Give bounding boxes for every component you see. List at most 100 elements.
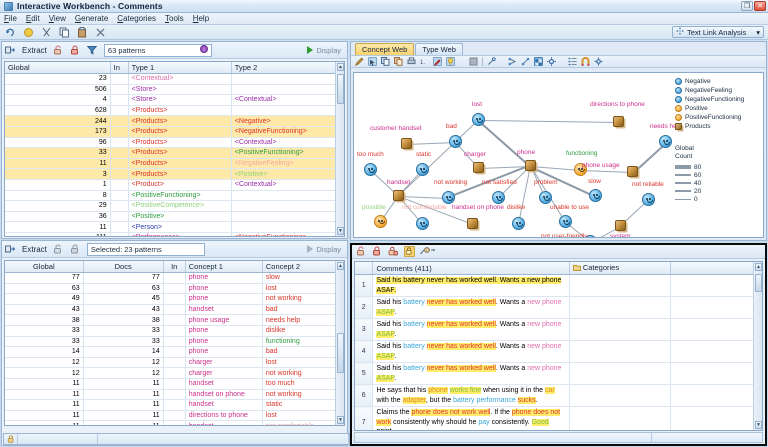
sort-icon[interactable]: 1. xyxy=(420,57,429,66)
menu-item-file[interactable]: File xyxy=(4,14,17,23)
copy-icon[interactable] xyxy=(381,57,390,66)
table-row[interactable]: 36<Positive> xyxy=(5,211,344,223)
table-row[interactable]: 29<PositiveCompetence> xyxy=(5,200,344,212)
menu-item-generate[interactable]: Generate xyxy=(74,14,109,23)
cell-comment[interactable]: He says that his phone works fine when u… xyxy=(372,384,570,407)
tab-concept-web[interactable]: Concept Web xyxy=(355,43,415,55)
scroll-up-icon[interactable]: ▲ xyxy=(337,262,344,270)
concept-node[interactable] xyxy=(626,165,639,178)
mode-dropdown[interactable]: Text Link Analysis ▾ xyxy=(672,26,764,38)
stop-icon[interactable] xyxy=(469,57,478,66)
column-header-global[interactable]: Global xyxy=(5,62,111,74)
concept-node[interactable] xyxy=(512,217,525,230)
lock-red-icon[interactable] xyxy=(372,246,383,257)
concept-node[interactable] xyxy=(492,191,505,204)
concept-node[interactable] xyxy=(659,135,672,148)
cell-comment[interactable]: Said his battery never has worked well. … xyxy=(372,340,570,363)
table-row[interactable]: 506<Store> xyxy=(5,84,344,96)
scroll-thumb[interactable] xyxy=(337,333,344,373)
concept-node[interactable] xyxy=(416,217,429,230)
column-header-concept-1[interactable]: Concept 1 xyxy=(185,261,263,273)
scroll-up-icon[interactable]: ▲ xyxy=(755,263,762,271)
column-header-docs[interactable]: Docs xyxy=(83,261,164,273)
extract-icon[interactable] xyxy=(5,45,16,56)
table-row[interactable]: 111<Performance><NegativeFunctioning> xyxy=(5,232,344,236)
column-header-concept-2[interactable]: Concept 2 xyxy=(262,261,344,273)
delete-icon[interactable] xyxy=(95,27,106,38)
magnet-icon[interactable] xyxy=(581,57,590,66)
pen-icon[interactable] xyxy=(354,57,364,67)
bulb-icon[interactable] xyxy=(446,57,455,66)
undo-icon[interactable] xyxy=(5,27,16,38)
print-icon[interactable] xyxy=(407,57,416,66)
table-row[interactable]: 96<Products><Contextual> xyxy=(5,137,344,149)
menu-item-tools[interactable]: Tools xyxy=(165,14,184,23)
cell-categories[interactable] xyxy=(569,318,672,341)
expand-node-icon[interactable] xyxy=(521,57,530,66)
unlock-icon[interactable] xyxy=(53,244,64,255)
selection-field[interactable]: Selected: 23 patterns xyxy=(86,242,205,256)
lock-multi-icon[interactable] xyxy=(388,246,399,257)
node-link-icon[interactable] xyxy=(508,57,517,66)
menu-item-edit[interactable]: Edit xyxy=(25,14,40,23)
restore-button[interactable]: ❐ xyxy=(741,1,753,11)
pattern-count-field[interactable]: 63 patterns i xyxy=(103,43,212,57)
concept-node[interactable] xyxy=(416,163,429,176)
extract-icon[interactable] xyxy=(5,244,16,255)
unlock-icon[interactable] xyxy=(356,246,367,257)
table-row[interactable]: 11<Person> xyxy=(5,221,344,233)
table-row[interactable]: 33<Products><PositiveFunctioning> xyxy=(5,147,344,159)
table-row[interactable]: 3<Products><Positive> xyxy=(5,168,344,180)
cell-comment[interactable]: Said his battery never has worked well. … xyxy=(372,318,570,341)
grid-icon[interactable] xyxy=(534,57,543,66)
cell-categories[interactable] xyxy=(569,340,672,363)
unlock-icon[interactable] xyxy=(53,45,64,56)
column-header-in[interactable]: In xyxy=(110,62,129,74)
list-icon[interactable] xyxy=(568,57,577,66)
cell-categories[interactable] xyxy=(569,296,672,319)
display-button[interactable]: Display xyxy=(307,245,344,254)
concepts-vertical-scrollbar[interactable]: ▲ ▼ xyxy=(335,261,344,425)
concept-node[interactable] xyxy=(614,219,627,232)
cell-categories[interactable] xyxy=(569,406,672,430)
scroll-down-icon[interactable]: ▼ xyxy=(337,416,344,424)
column-header-comments-411[interactable]: Comments (411) xyxy=(372,262,570,275)
concept-node[interactable] xyxy=(559,215,572,228)
concept-node[interactable] xyxy=(539,191,552,204)
scroll-down-icon[interactable]: ▼ xyxy=(337,227,344,235)
settings-icon[interactable] xyxy=(547,57,556,66)
concept-node[interactable] xyxy=(612,115,625,128)
concept-node[interactable] xyxy=(392,189,405,202)
concept-node[interactable] xyxy=(589,189,602,202)
concept-node[interactable] xyxy=(400,137,413,150)
table-row[interactable]: 244<Products><Negative> xyxy=(5,115,344,127)
table-row[interactable]: 628<Products> xyxy=(5,105,344,117)
scroll-down-icon[interactable]: ▼ xyxy=(755,421,762,429)
concept-node[interactable] xyxy=(472,161,485,174)
concept-node[interactable] xyxy=(472,113,485,126)
paste-icon[interactable] xyxy=(77,26,88,38)
lock-icon[interactable] xyxy=(70,45,81,56)
scroll-thumb[interactable] xyxy=(337,74,344,104)
concept-node[interactable] xyxy=(574,163,587,176)
concept-node[interactable] xyxy=(374,215,387,228)
lock-icon[interactable] xyxy=(70,244,81,255)
concept-node[interactable] xyxy=(364,163,377,176)
close-button[interactable]: ✕ xyxy=(754,1,766,11)
concept-node[interactable] xyxy=(642,193,655,206)
table-row[interactable]: 1<Product><Contextual> xyxy=(5,179,344,191)
concept-node[interactable] xyxy=(466,217,479,230)
